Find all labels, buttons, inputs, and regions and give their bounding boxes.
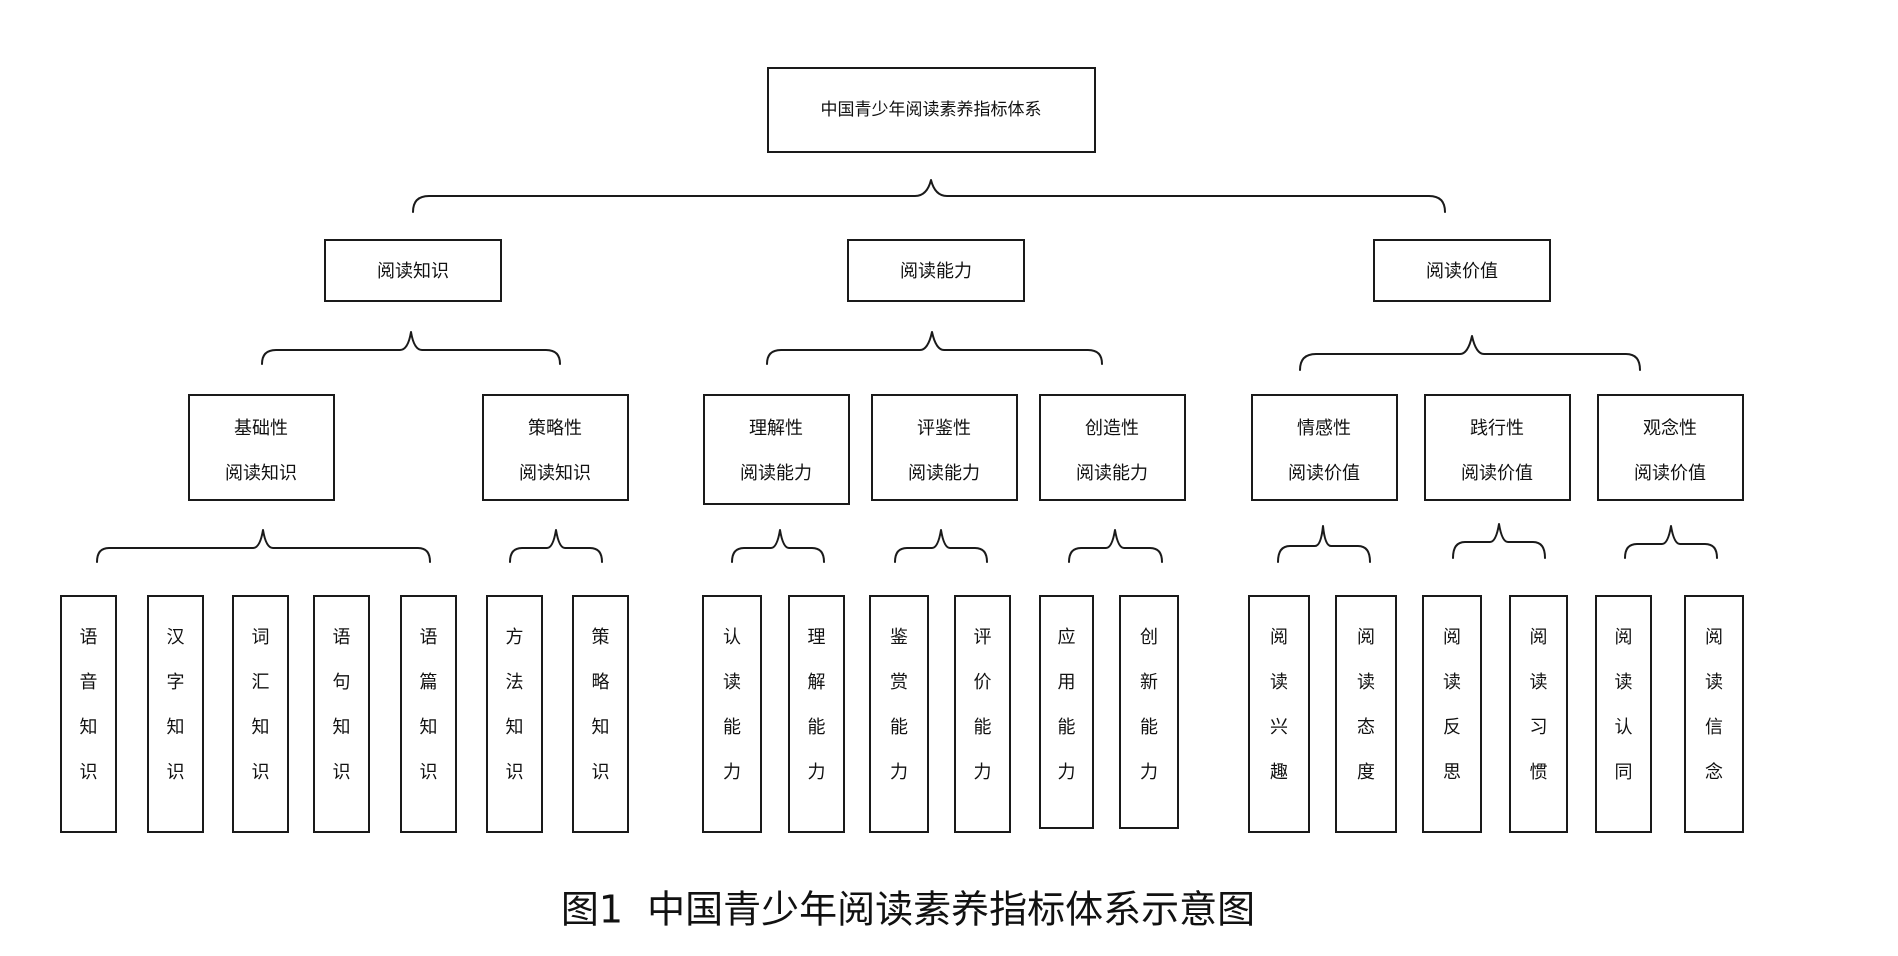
level2-label-line2: 阅读能力 xyxy=(740,463,812,484)
leaf-label: 阅读反思 xyxy=(1443,627,1461,783)
brace-comprehension xyxy=(731,529,825,563)
level2-label-line2: 阅读价值 xyxy=(1634,463,1706,484)
level2-label-line1: 情感性 xyxy=(1297,418,1351,439)
level2-label-line2: 阅读能力 xyxy=(1076,463,1148,484)
level2-label-line2: 阅读知识 xyxy=(519,463,591,484)
leaf-label: 评价能力 xyxy=(974,627,992,783)
brace-ability xyxy=(766,331,1103,365)
leaf-box xyxy=(1595,595,1652,833)
leaf-box xyxy=(1335,595,1397,833)
leaf-label: 词汇知识 xyxy=(252,627,270,783)
level2-node-appreciation: 评鉴性 阅读能力 xyxy=(871,394,1018,501)
connector-braces xyxy=(96,179,1718,563)
leaf-label: 创新能力 xyxy=(1140,627,1158,783)
leaf-label: 语音知识 xyxy=(80,627,98,783)
level2-label-line1: 观念性 xyxy=(1643,417,1697,439)
leaf-label: 方法知识 xyxy=(506,627,524,783)
leaf-box xyxy=(954,595,1011,833)
leaf-label: 理解能力 xyxy=(808,627,826,783)
leaf-box xyxy=(788,595,845,833)
brace-value xyxy=(1299,335,1641,371)
level2-label-line1: 践行性 xyxy=(1470,418,1524,439)
leaf-box xyxy=(702,595,762,833)
level2-node-basic-knowledge: 基础性 阅读知识 xyxy=(188,394,335,501)
leaf-box xyxy=(486,595,543,833)
leaf-box xyxy=(1119,595,1179,829)
level1-node-ability: 阅读能力 xyxy=(847,239,1025,302)
level2-node-practice: 践行性 阅读价值 xyxy=(1424,394,1571,501)
level1-label: 阅读知识 xyxy=(377,261,449,282)
leaf-label: 策略知识 xyxy=(592,627,610,783)
brace-affective xyxy=(1277,525,1371,563)
level1-node-value: 阅读价值 xyxy=(1373,239,1551,302)
leaf-label: 阅读兴趣 xyxy=(1270,627,1288,783)
level1-node-knowledge: 阅读知识 xyxy=(324,239,502,302)
brace-strategy xyxy=(509,529,603,563)
leaf-label: 汉字知识 xyxy=(167,627,185,783)
leaf-box xyxy=(60,595,117,833)
brace-basic xyxy=(96,529,431,563)
brace-belief xyxy=(1624,525,1718,559)
level2-label-line2: 阅读知识 xyxy=(225,463,297,484)
leaf-label: 应用能力 xyxy=(1058,627,1076,783)
brace-root xyxy=(412,179,1446,213)
leaf-box xyxy=(572,595,629,833)
leaf-label: 阅读信念 xyxy=(1705,627,1723,783)
level2-label-line2: 阅读能力 xyxy=(908,463,980,484)
leaf-box xyxy=(869,595,929,833)
level2-node-creativity: 创造性 阅读能力 xyxy=(1039,394,1186,501)
level2-label-line2: 阅读价值 xyxy=(1288,463,1360,484)
root-node: 中国青少年阅读素养指标体系 xyxy=(767,67,1096,153)
leaf-label: 语句知识 xyxy=(333,627,351,783)
level1-label: 阅读价值 xyxy=(1426,261,1498,282)
leaf-label: 阅读习惯 xyxy=(1530,627,1548,783)
level2-label-line1: 基础性 xyxy=(234,418,288,439)
level2-node-strategy-knowledge: 策略性 阅读知识 xyxy=(482,394,629,501)
leaf-box xyxy=(1684,595,1744,833)
leaf-label: 语篇知识 xyxy=(420,627,438,783)
leaf-label: 鉴赏能力 xyxy=(890,627,908,783)
leaf-box xyxy=(1039,595,1094,829)
level2-label-line2: 阅读价值 xyxy=(1461,463,1533,484)
leaf-label: 阅读态度 xyxy=(1357,627,1375,783)
leaf-box xyxy=(1422,595,1482,833)
level2-node-affective: 情感性 阅读价值 xyxy=(1251,394,1398,501)
root-label: 中国青少年阅读素养指标体系 xyxy=(821,100,1042,120)
brace-knowledge xyxy=(261,331,561,365)
level2-label-line1: 理解性 xyxy=(749,418,803,439)
leaf-nodes xyxy=(60,595,1744,833)
brace-practice xyxy=(1452,523,1546,559)
figure-caption: 图1 中国青少年阅读素养指标体系示意图 xyxy=(561,888,1255,932)
level2-node-comprehension: 理解性 阅读能力 xyxy=(703,394,850,505)
brace-appreciation xyxy=(894,529,988,563)
leaf-box xyxy=(1248,595,1310,833)
leaf-box xyxy=(147,595,204,833)
level2-label-line1: 评鉴性 xyxy=(917,418,971,439)
leaf-labels: 语音知识 汉字知识 词汇知识 语句知识 语篇知识 方法知识 策略知识 认读能力 理解能力 鉴赏能力… xyxy=(80,627,1724,783)
level2-label-line1: 策略性 xyxy=(528,418,582,439)
leaf-box xyxy=(232,595,289,833)
leaf-box xyxy=(400,595,457,833)
level2-node-belief: 观念性 阅读价值 xyxy=(1597,394,1744,501)
brace-creativity xyxy=(1068,529,1163,563)
leaf-box xyxy=(313,595,370,833)
leaf-label: 认读能力 xyxy=(723,627,741,783)
level1-label: 阅读能力 xyxy=(900,261,972,282)
leaf-box xyxy=(1509,595,1568,833)
leaf-label: 阅读认同 xyxy=(1615,627,1633,783)
level2-label-line1: 创造性 xyxy=(1085,418,1139,439)
